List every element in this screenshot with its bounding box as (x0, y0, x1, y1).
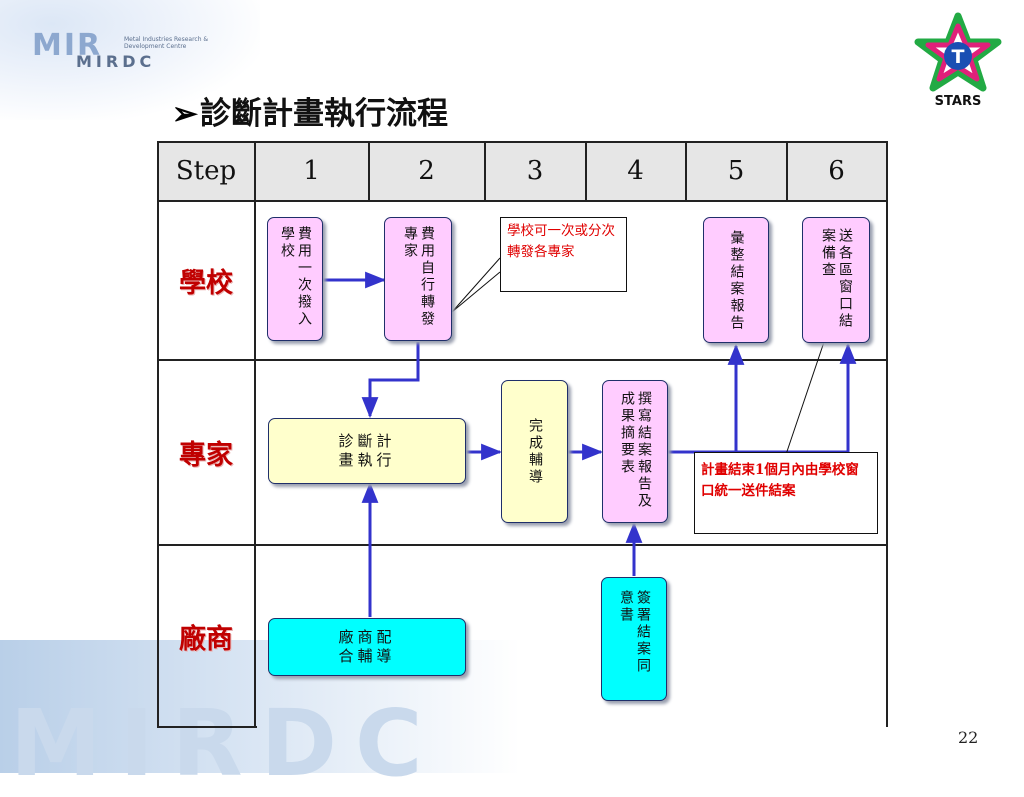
stars-badge: T STARS (912, 12, 1004, 110)
box-fee-forward: 費用自行轉發專家 (384, 217, 452, 341)
box-fee-forward-text: 費用自行轉發專家 (402, 226, 435, 328)
box-complete-counsel: 完成輔導 (501, 380, 568, 523)
callout-school-transfer: 學校可一次或分次轉發各專家 (500, 217, 627, 292)
box-sign-agreement: 簽署結案同意書 (601, 577, 667, 701)
header-step-5: 5 (686, 142, 786, 200)
box-complete-counsel-text: 完成輔導 (527, 417, 543, 486)
box-send-window: 送各區窗口結案備查 (802, 217, 870, 343)
box-write-report-text: 撰寫結案報告及成果摘要表 (619, 391, 652, 510)
logo-mirdc-text: MIRDC (76, 52, 156, 71)
svg-text:T: T (952, 46, 965, 68)
slide-title: ➢診斷計畫執行流程 (172, 88, 448, 133)
mirdc-logo: MIR Metal Industries Research & Developm… (32, 28, 212, 71)
header-step-1: 1 (255, 142, 368, 200)
stars-label: STARS (934, 94, 982, 109)
header-step-4: 4 (586, 142, 685, 200)
star-icon: T (914, 12, 1002, 92)
row-label-vendor: 廠商 (179, 623, 233, 655)
box-vendor-cooperate-text: 廠商配合輔導 (338, 628, 396, 665)
grid-top (157, 141, 887, 143)
header-step-6: 6 (787, 142, 886, 200)
grid-header-bottom (157, 200, 887, 202)
box-send-window-text: 送各區窗口結案備查 (820, 228, 853, 330)
grid-row-2 (157, 544, 887, 546)
title-marker: ➢ (172, 96, 198, 132)
callout-project-close: 計畫結束1個月內由學校窗口統一送件結案 (694, 452, 878, 534)
box-vendor-cooperate: 廠商配合輔導 (268, 618, 466, 676)
grid-hdr-div-3 (585, 141, 587, 201)
box-compile-report-text: 彙整結案報告 (728, 230, 745, 332)
grid-hdr-div-5 (786, 141, 788, 201)
grid-hdr-div-2 (484, 141, 486, 201)
grid-right (886, 141, 888, 727)
background-gradient-top (0, 0, 260, 120)
row-label-expert: 專家 (179, 439, 233, 471)
grid-row-1 (157, 359, 887, 361)
grid-label-divider (254, 141, 256, 727)
header-step-2: 2 (369, 142, 484, 200)
box-fee-to-school-text: 費用一次撥入學校 (279, 226, 312, 328)
grid-bottom-left (157, 726, 257, 728)
row-label-school: 學校 (179, 267, 233, 299)
logo-subtext: Metal Industries Research & Development … (124, 36, 209, 50)
logo-mir-text: MIR (32, 28, 103, 63)
header-step: Step (158, 142, 254, 200)
page-number: 22 (958, 728, 979, 747)
box-fee-to-school: 費用一次撥入學校 (267, 217, 323, 341)
box-write-report: 撰寫結案報告及成果摘要表 (602, 380, 668, 523)
grid-left (157, 141, 159, 727)
box-sign-agreement-text: 簽署結案同意書 (618, 590, 651, 675)
slide-title-text: 診斷計畫執行流程 (199, 96, 448, 132)
box-diagnosis-plan-text: 診斷計畫執行 (338, 432, 396, 469)
box-compile-report: 彙整結案報告 (703, 217, 769, 343)
box-diagnosis-plan: 診斷計畫執行 (268, 418, 466, 484)
header-step-3: 3 (485, 142, 585, 200)
grid-hdr-div-4 (685, 141, 687, 201)
grid-hdr-div-1 (368, 141, 370, 201)
